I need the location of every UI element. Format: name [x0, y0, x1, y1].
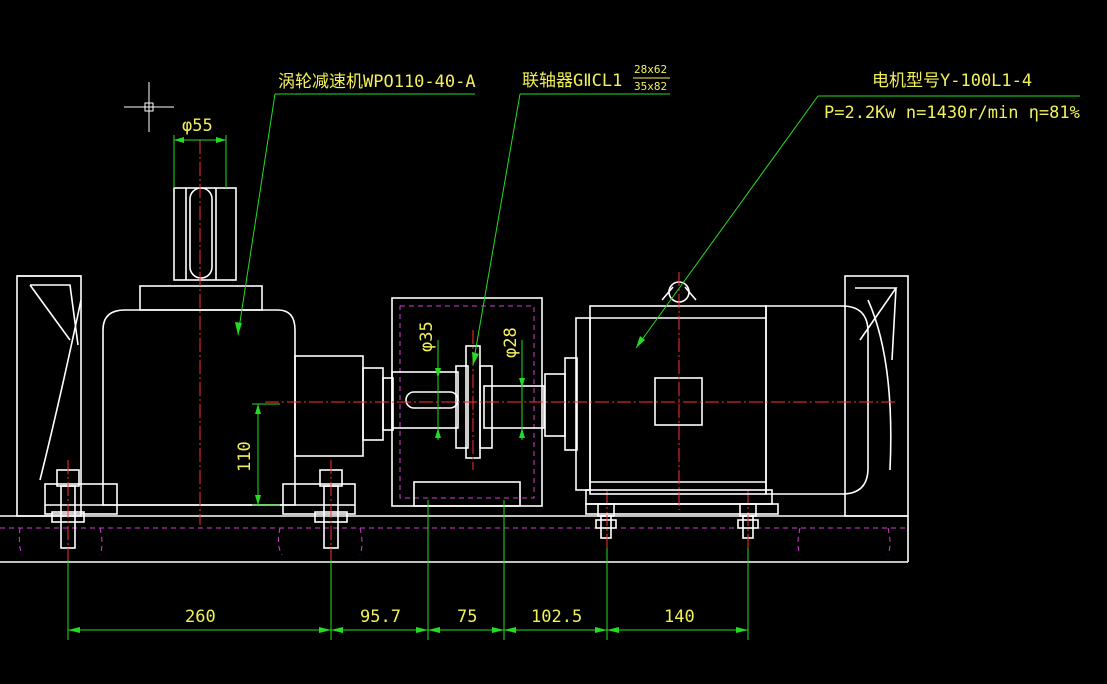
- coupling-label: 联轴器GⅡCL1: [522, 71, 622, 91]
- dim-motor-shaft-dia: φ28: [501, 327, 521, 358]
- dim-spacing-3: 75: [457, 607, 477, 627]
- reducer-label: 涡轮减速机WPO110-40-A: [278, 72, 476, 92]
- base-frame: [0, 515, 909, 563]
- dimension-lines: [67, 135, 749, 640]
- motor-model-label: 电机型号Y-100L1-4: [872, 71, 1032, 91]
- motor: [544, 272, 869, 515]
- dim-spacing-2: 95.7: [360, 607, 401, 627]
- dim-reducer-input-dia: φ35: [417, 321, 437, 352]
- dim-center-height: 110: [235, 441, 255, 472]
- worm-reducer: [44, 140, 394, 525]
- dim-output-shaft-dia: φ55: [182, 116, 213, 136]
- dim-spacing-4: 102.5: [531, 607, 582, 627]
- dim-spacing-5: 140: [664, 607, 695, 627]
- leader-lines: [235, 93, 1080, 366]
- cad-crosshair-icon: [124, 82, 174, 132]
- dim-spacing-1: 260: [185, 607, 216, 627]
- coupling-fraction-bottom: 35x82: [634, 80, 667, 93]
- motor-spec-label: P=2.2Kw n=1430r/min η=81%: [824, 103, 1080, 123]
- left-end-support: [16, 275, 82, 517]
- right-end-support: [844, 275, 909, 517]
- anchor-bolts: [51, 460, 759, 560]
- coupling-fraction-top: 28x62: [634, 63, 667, 76]
